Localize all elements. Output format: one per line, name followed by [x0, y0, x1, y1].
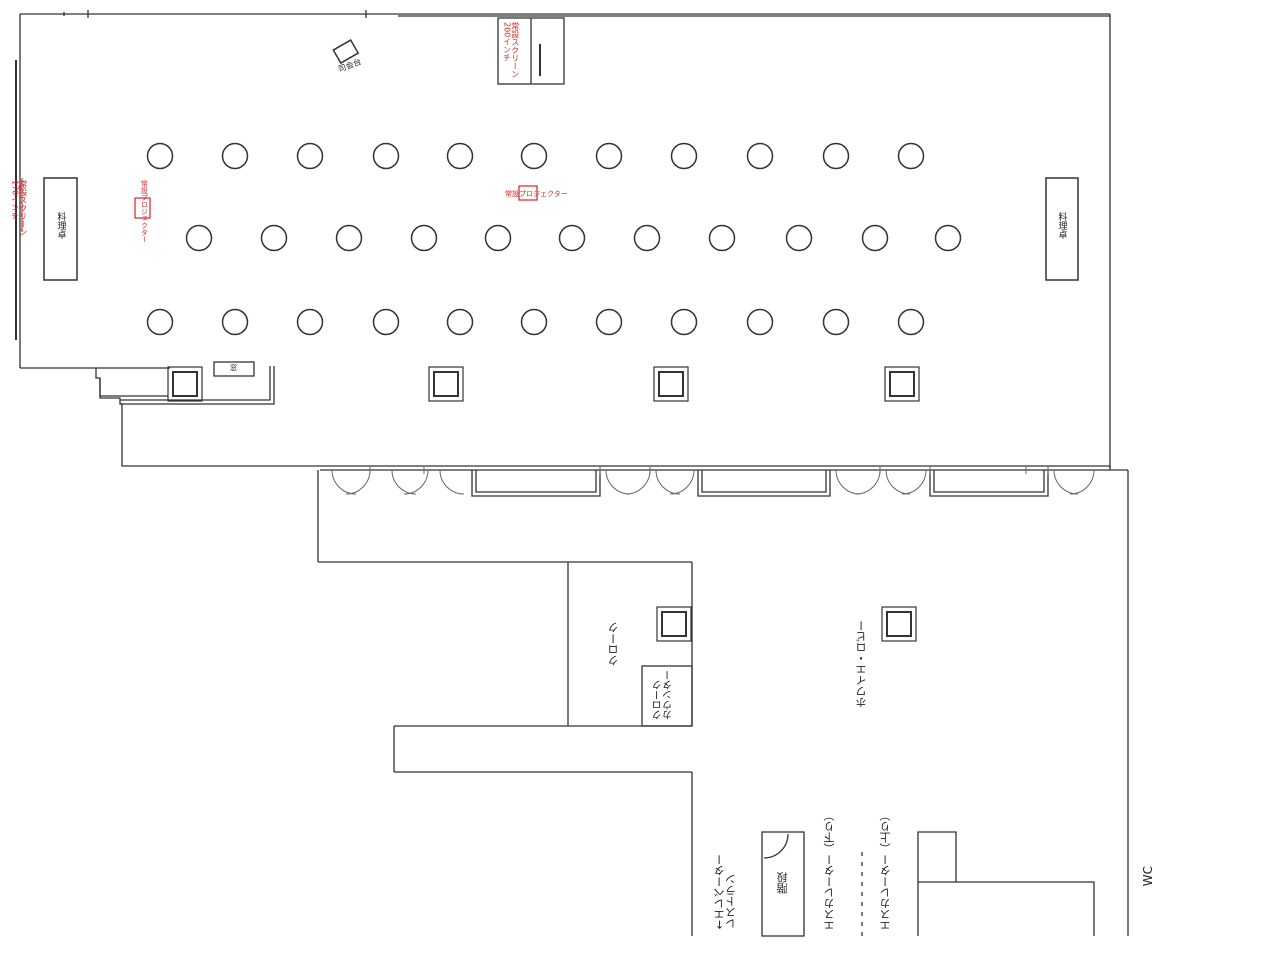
square-pillar-icon [656, 606, 692, 642]
square-pillar-icon [884, 366, 920, 402]
screen-top-label: 常設スクリーン 200インチ [502, 22, 520, 78]
round-table-icon [410, 224, 438, 252]
square-pillar-icon [653, 366, 689, 402]
round-table-icon [746, 308, 774, 336]
square-pillar-inner [889, 371, 915, 397]
round-table-icon [221, 142, 249, 170]
escalator-down-label: エスカレーター（下り） [823, 810, 836, 931]
round-table-icon [670, 308, 698, 336]
round-table-icon [335, 224, 363, 252]
round-table-icon [861, 224, 889, 252]
square-pillar-inner [433, 371, 459, 397]
round-table-icon [146, 308, 174, 336]
stairs-label: 階段 [776, 872, 789, 894]
elevator-label: ←エレベーター レストラン [713, 854, 738, 930]
screen-left-label: 常設スクリーン 170インチ [10, 180, 28, 236]
round-table-icon [822, 142, 850, 170]
projector-icon [134, 185, 538, 219]
pillars [167, 366, 920, 642]
round-table-icon [934, 224, 962, 252]
round-table-icon [484, 224, 512, 252]
small-window-label: 窓 [230, 364, 237, 372]
square-pillar-inner [661, 611, 687, 637]
bottom-doors [331, 466, 1095, 495]
square-pillar-inner [886, 611, 912, 637]
round-table-icon [185, 224, 213, 252]
square-pillar-icon [167, 366, 203, 402]
round-table-icon [296, 142, 324, 170]
round-table-icon [595, 308, 623, 336]
square-pillar-icon [428, 366, 464, 402]
round-table-icon [633, 224, 661, 252]
podium-icon [332, 39, 360, 65]
walls [15, 10, 1129, 937]
foyer-label: ホワイエ・ロビー [855, 620, 868, 708]
square-pillar-inner [172, 371, 198, 397]
round-table-icon [260, 224, 288, 252]
round-tables [146, 142, 962, 336]
round-table-icon [708, 224, 736, 252]
round-table-icon [746, 142, 774, 170]
cloak-counter-label: クローク カウンター [653, 670, 675, 720]
buffet-table-left [43, 177, 78, 281]
cloak-label: クローク [607, 622, 620, 666]
projector-center-label: 常設プロジェクター [505, 190, 568, 198]
buffet-tables [43, 177, 1079, 281]
round-table-icon [670, 142, 698, 170]
buffet-left-label: 料理卓 [55, 212, 66, 239]
round-table-icon [372, 308, 400, 336]
round-table-icon [146, 142, 174, 170]
round-table-icon [446, 142, 474, 170]
round-table-icon [897, 142, 925, 170]
round-table-icon [372, 142, 400, 170]
round-table-icon [822, 308, 850, 336]
round-table-icon [520, 308, 548, 336]
round-table-icon [446, 308, 474, 336]
buffet-table-right [1045, 177, 1079, 281]
round-table-icon [785, 224, 813, 252]
round-table-icon [520, 142, 548, 170]
round-table-icon [296, 308, 324, 336]
projector-left-label: 常設プロジェクター [140, 180, 149, 243]
round-table-icon [595, 142, 623, 170]
buffet-right-label: 料理卓 [1056, 212, 1067, 239]
round-table-icon [897, 308, 925, 336]
round-table-icon [221, 308, 249, 336]
square-pillar-inner [658, 371, 684, 397]
round-table-icon [558, 224, 586, 252]
escalator-up-label: エスカレーター（上り） [879, 810, 892, 931]
wc-label: WC [1141, 866, 1155, 887]
square-pillar-icon [881, 606, 917, 642]
